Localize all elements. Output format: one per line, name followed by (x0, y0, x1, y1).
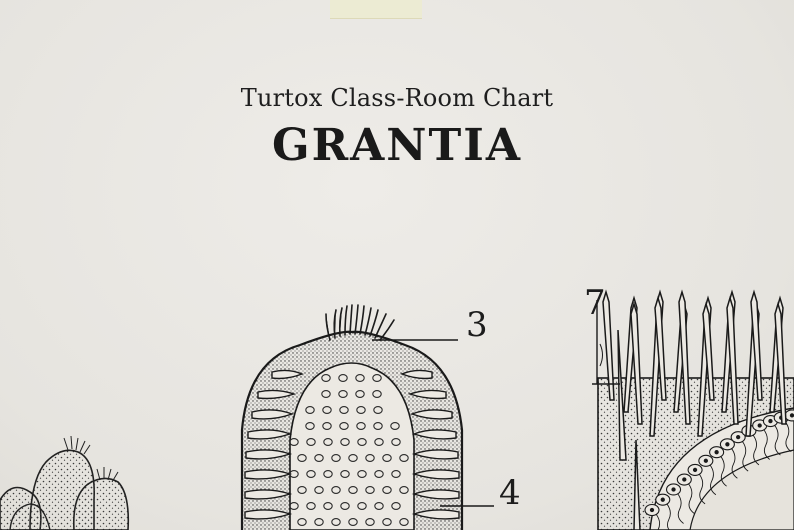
sponge-colony (0, 435, 130, 530)
tape-strip (330, 0, 422, 19)
label-7: 7 (584, 283, 606, 323)
chart-title: GRANTIA (272, 120, 522, 171)
body-wall-detail (592, 289, 794, 530)
sponge-section (240, 304, 494, 530)
chart-subtitle: Turtox Class-Room Chart (240, 84, 554, 112)
label-3: 3 (466, 305, 488, 345)
label-4: 4 (499, 473, 521, 513)
